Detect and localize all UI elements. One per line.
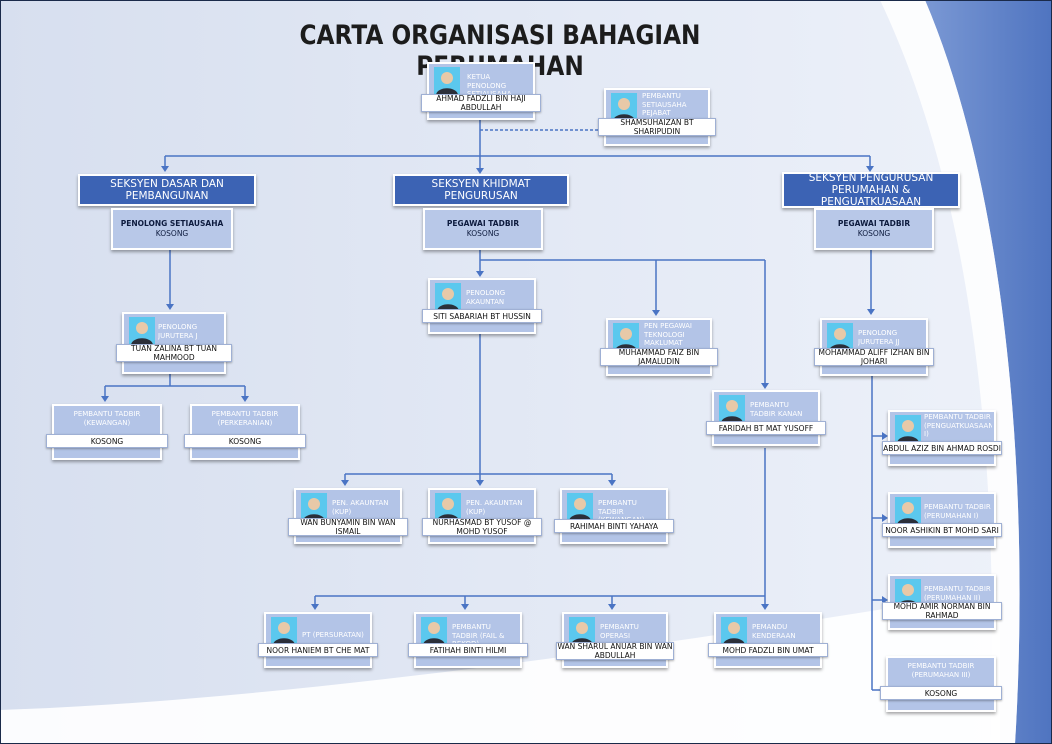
card-role: PEMBANTU TADBIR KANAN (750, 401, 803, 418)
photo-avatar (569, 617, 595, 645)
card-staff[interactable]: PT (PERSURATAN) NOOR HANIEM BT CHE MAT (258, 612, 378, 668)
card-staff[interactable]: PEMBANTU TADBIR (PENGUATKUASAAN I) ABDUL… (882, 410, 1002, 466)
card-role: PEMBANTU TADBIR (PENGUATKUASAAN I) (924, 413, 992, 438)
card-name: KOSONG (880, 686, 1002, 700)
card-role: PENOLONG JURUTERA J (158, 323, 198, 340)
card-staff[interactable]: PENOLONG AKAUNTAN SITI SABARIAH BT HUSSI… (422, 278, 542, 334)
card-name: KOSONG (46, 434, 168, 448)
card-role: PEMBANTU SETIAUSAHA PEJABAT (642, 92, 687, 117)
photo-avatar (611, 93, 637, 121)
card-role: PENOLONG AKAUNTAN (466, 289, 506, 306)
post-name: KOSONG (466, 229, 500, 238)
card-staff[interactable]: PEN. AKAUNTAN (KUP) NURHASMAD BT YUSOF @… (422, 488, 542, 544)
photo-avatar (435, 493, 461, 521)
card-name: MUHAMMAD FAIZ BIN JAMALUDIN (600, 348, 718, 366)
card-role: PEMBANTU TADBIR (PERUMAHAN III) (907, 662, 975, 679)
photo-avatar (719, 395, 745, 423)
photo-avatar (271, 617, 297, 645)
card-role: PEMBANTU TADBIR (PERUMAHAN II) (924, 585, 991, 602)
card-role: PEMBANTU TADBIR (PERKERANIAN) (211, 410, 279, 427)
card-name: SITI SABARIAH BT HUSSIN (422, 309, 542, 323)
post-pegawai-tadbir-pengurusan[interactable]: PEGAWAI TADBIR KOSONG (814, 208, 934, 250)
card-staff[interactable]: PEN. AKAUNTAN (KUP) WAN BUNYAMIN BIN WAN… (288, 488, 408, 544)
photo-avatar (301, 493, 327, 521)
card-name: AHMAD FADZLI BIN HAJI ABDULLAH (421, 94, 541, 112)
card-name: KOSONG (184, 434, 306, 448)
card-name: MOHD AMIR NORMAN BIN RAHMAD (882, 602, 1002, 620)
card-staff[interactable]: PEMBANTU TADBIR (PERUMAHAN III) KOSONG (880, 656, 1002, 712)
card-name: MOHAMMAD ALIFF IZHAN BIN JOHARI (814, 348, 934, 366)
post-role: PENOLONG SETIAUSAHA (120, 219, 224, 228)
card-name: NURHASMAD BT YUSOF @ MOHD YUSOF (422, 518, 542, 536)
card-staff[interactable]: PEMBANTU TADBIR (PERKERANIAN) KOSONG (184, 404, 306, 460)
card-staff[interactable]: PEMBANTU TADBIR KANAN FARIDAH BT MAT YUS… (706, 390, 826, 446)
photo-avatar (421, 617, 447, 645)
section-khidmat[interactable]: SEKSYEN KHIDMAT PENGURUSAN (393, 174, 569, 206)
photo-avatar (895, 497, 921, 525)
card-role: PEMBANTU OPERASI (600, 623, 639, 640)
card-role: PEN. AKAUNTAN (KUP) (466, 499, 523, 516)
photo-avatar (721, 617, 747, 645)
photo-avatar (613, 323, 639, 351)
chart-title: CARTA ORGANISASI BAHAGIAN PERUMAHAN (299, 20, 701, 82)
card-name: FATIHAH BINTI HILMI (408, 643, 528, 657)
post-name: KOSONG (155, 229, 189, 238)
photo-avatar (827, 323, 853, 351)
post-role: PEGAWAI TADBIR (837, 219, 911, 228)
post-name: KOSONG (857, 229, 891, 238)
photo-avatar (567, 493, 593, 521)
card-head[interactable]: KETUA PENOLONG SETIAUSAHA AHMAD FADZLI B… (421, 62, 541, 120)
card-name: WAN BUNYAMIN BIN WAN ISMAIL (288, 518, 408, 536)
section-dasar[interactable]: SEKSYEN DASAR DAN PEMBANGUNAN (78, 174, 256, 206)
card-staff[interactable]: PEMBANTU TADBIR (FAIL & REKOD) FATIHAH B… (408, 612, 528, 668)
post-penolong-setiausaha[interactable]: PENOLONG SETIAUSAHA KOSONG (111, 208, 233, 250)
card-staff[interactable]: PENOLONG JURUTERA JJ MOHAMMAD ALIFF IZHA… (814, 318, 934, 376)
post-pegawai-tadbir-khidmat[interactable]: PEGAWAI TADBIR KOSONG (423, 208, 543, 250)
photo-avatar (434, 67, 460, 95)
card-name: WAN SHARUL ANUAR BIN WAN ABDULLAH (556, 642, 674, 660)
card-role: PEMBANTU TADBIR (KEWANGAN) (73, 410, 141, 427)
card-staff[interactable]: PEMANDU KENDERAAN MOHD FADZLI BIN UMAT (708, 612, 828, 668)
card-role: PEN. AKAUNTAN (KUP) (332, 499, 389, 516)
card-staff[interactable]: PEMBANTU TADBIR (KEWANGAN) KOSONG (46, 404, 168, 460)
card-role: PEMANDU KENDERAAN (752, 623, 796, 640)
card-staff[interactable]: PENOLONG JURUTERA J TUAN ZALINA BT TUAN … (116, 312, 232, 374)
card-name: RAHIMAH BINTI YAHAYA (554, 519, 674, 533)
card-role: PENOLONG JURUTERA JJ (858, 329, 900, 346)
card-name: ABDUL AZIZ BIN AHMAD ROSDI (882, 441, 1002, 455)
post-role: PEGAWAI TADBIR (446, 219, 520, 228)
card-name: NOOR ASHIKIN BT MOHD SARI (882, 523, 1002, 537)
card-name: TUAN ZALINA BT TUAN MAHMOOD (116, 344, 232, 362)
card-staff[interactable]: PEN PEGAWAI TEKNOLOGI MAKLUMAT MUHAMMAD … (600, 318, 718, 376)
photo-avatar (435, 283, 461, 311)
card-role: PT (PERSURATAN) (302, 631, 364, 639)
card-name: FARIDAH BT MAT YUSOFF (706, 421, 826, 435)
connector-lines (104, 118, 886, 691)
section-pengurusan[interactable]: SEKSYEN PENGURUSAN PERUMAHAN & PENGUATKU… (782, 172, 960, 208)
photo-avatar (895, 415, 921, 443)
decor-swoosh (925, 0, 1052, 744)
card-staff[interactable]: PEMBANTU TADBIR (PERUMAHAN I) NOOR ASHIK… (882, 492, 1002, 548)
card-secretary[interactable]: PEMBANTU SETIAUSAHA PEJABAT SHAMSUHAIZAN… (598, 88, 716, 146)
card-name: MOHD FADZLI BIN UMAT (708, 643, 828, 657)
card-role: PEN PEGAWAI TEKNOLOGI MAKLUMAT (644, 322, 692, 347)
card-role: PEMBANTU TADBIR (PERUMAHAN I) (924, 503, 991, 520)
card-staff[interactable]: PEMBANTU TADBIR (PERUMAHAN II) MOHD AMIR… (882, 574, 1002, 630)
photo-avatar (129, 317, 155, 345)
connector-arrows (101, 166, 888, 694)
card-name: SHAMSUHAIZAN BT SHARIPUDIN (598, 118, 716, 136)
card-name: NOOR HANIEM BT CHE MAT (258, 643, 378, 657)
card-staff[interactable]: PEMBANTU OPERASI WAN SHARUL ANUAR BIN WA… (556, 612, 674, 668)
card-staff[interactable]: PEMBANTU TADBIR (KEWANGAN) RAHIMAH BINTI… (554, 488, 674, 544)
